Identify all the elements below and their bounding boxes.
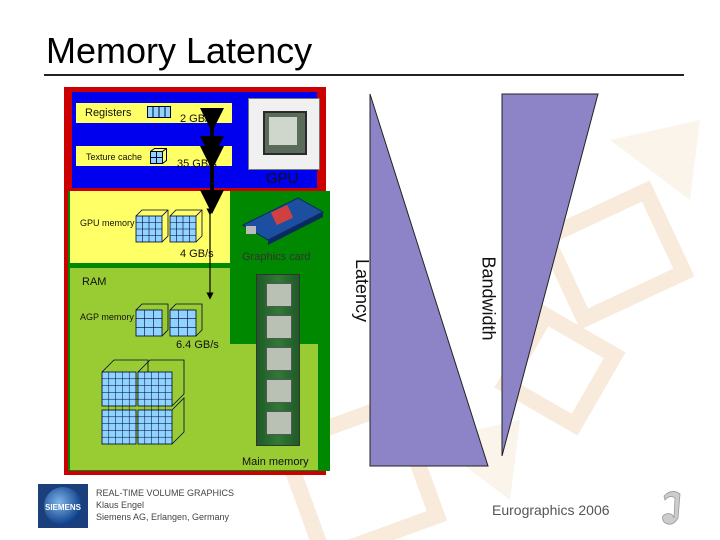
title-underline [44,74,684,76]
footer-affiliation: Siemens AG, Erlangen, Germany [96,512,230,522]
latency-label: Latency [352,258,373,323]
latency-triangle [369,93,489,467]
texture-cache-cube-icon [150,148,167,164]
graphics-card-label: Graphics card [242,251,311,263]
gpu-memory-bandwidth: 4 GB/s [180,248,214,260]
texture-cache-label: Texture cache [86,152,143,162]
bandwidth-triangle [501,93,599,457]
slide-title: Memory Latency [46,30,313,71]
footer-author: Klaus Engel [96,500,145,510]
graphics-card-image [241,197,325,245]
eurographics-logo-icon [662,491,681,525]
agp-memory-label: AGP memory [80,312,134,322]
ram-label: RAM [82,276,107,288]
registers-label: Registers [85,107,132,119]
gpu-memory-label: GPU memory [80,218,135,228]
gpu-chip-image [248,98,320,170]
main-memory-label: Main memory [242,456,309,468]
bandwidth-arrows [200,108,224,300]
bandwidth-label: Bandwidth [478,256,499,341]
agp-memory-cubes-icon [135,303,203,337]
footer-conference: Eurographics 2006 [492,502,610,518]
gpu-memory-cubes-icon [135,209,203,243]
ram-bandwidth: 6.4 GB/s [176,339,219,351]
svg-text:SIEMENS: SIEMENS [45,503,82,512]
ram-stick-image [256,274,300,446]
siemens-logo-icon: SIEMENS [38,484,88,528]
gpu-label: GPU [266,170,299,187]
main-memory-cubes-icon [101,359,185,445]
footer-course: REAL-TIME VOLUME GRAPHICS [96,488,235,498]
register-cells-icon [147,106,171,118]
